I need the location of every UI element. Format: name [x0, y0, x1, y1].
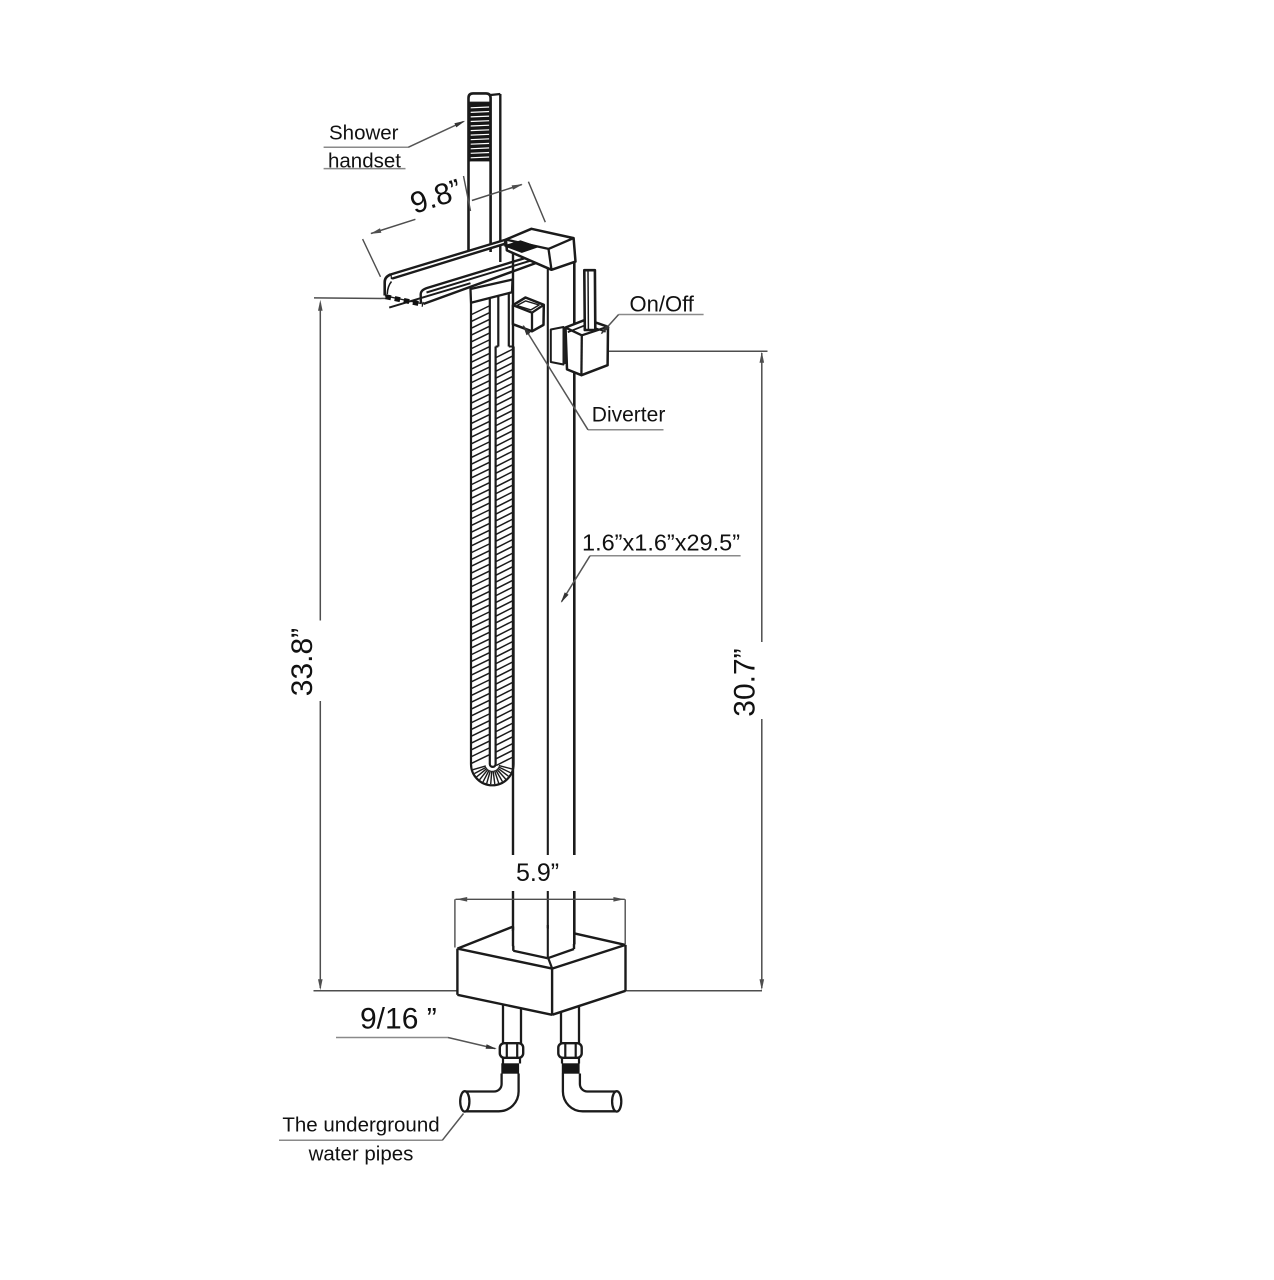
svg-text:9/16 ”: 9/16 ” [360, 1003, 437, 1036]
svg-text:handset: handset [328, 150, 401, 173]
svg-text:5.9”: 5.9” [516, 859, 559, 887]
svg-text:Shower: Shower [329, 122, 399, 145]
svg-text:water pipes: water pipes [308, 1143, 414, 1166]
svg-text:1.6”x1.6”x29.5”: 1.6”x1.6”x29.5” [582, 530, 740, 556]
svg-text:Diverter: Diverter [592, 404, 666, 427]
svg-text:The underground: The underground [282, 1114, 439, 1137]
svg-text:On/Off: On/Off [630, 292, 695, 317]
svg-text:33.8”: 33.8” [286, 628, 319, 696]
svg-text:30.7”: 30.7” [729, 648, 762, 716]
